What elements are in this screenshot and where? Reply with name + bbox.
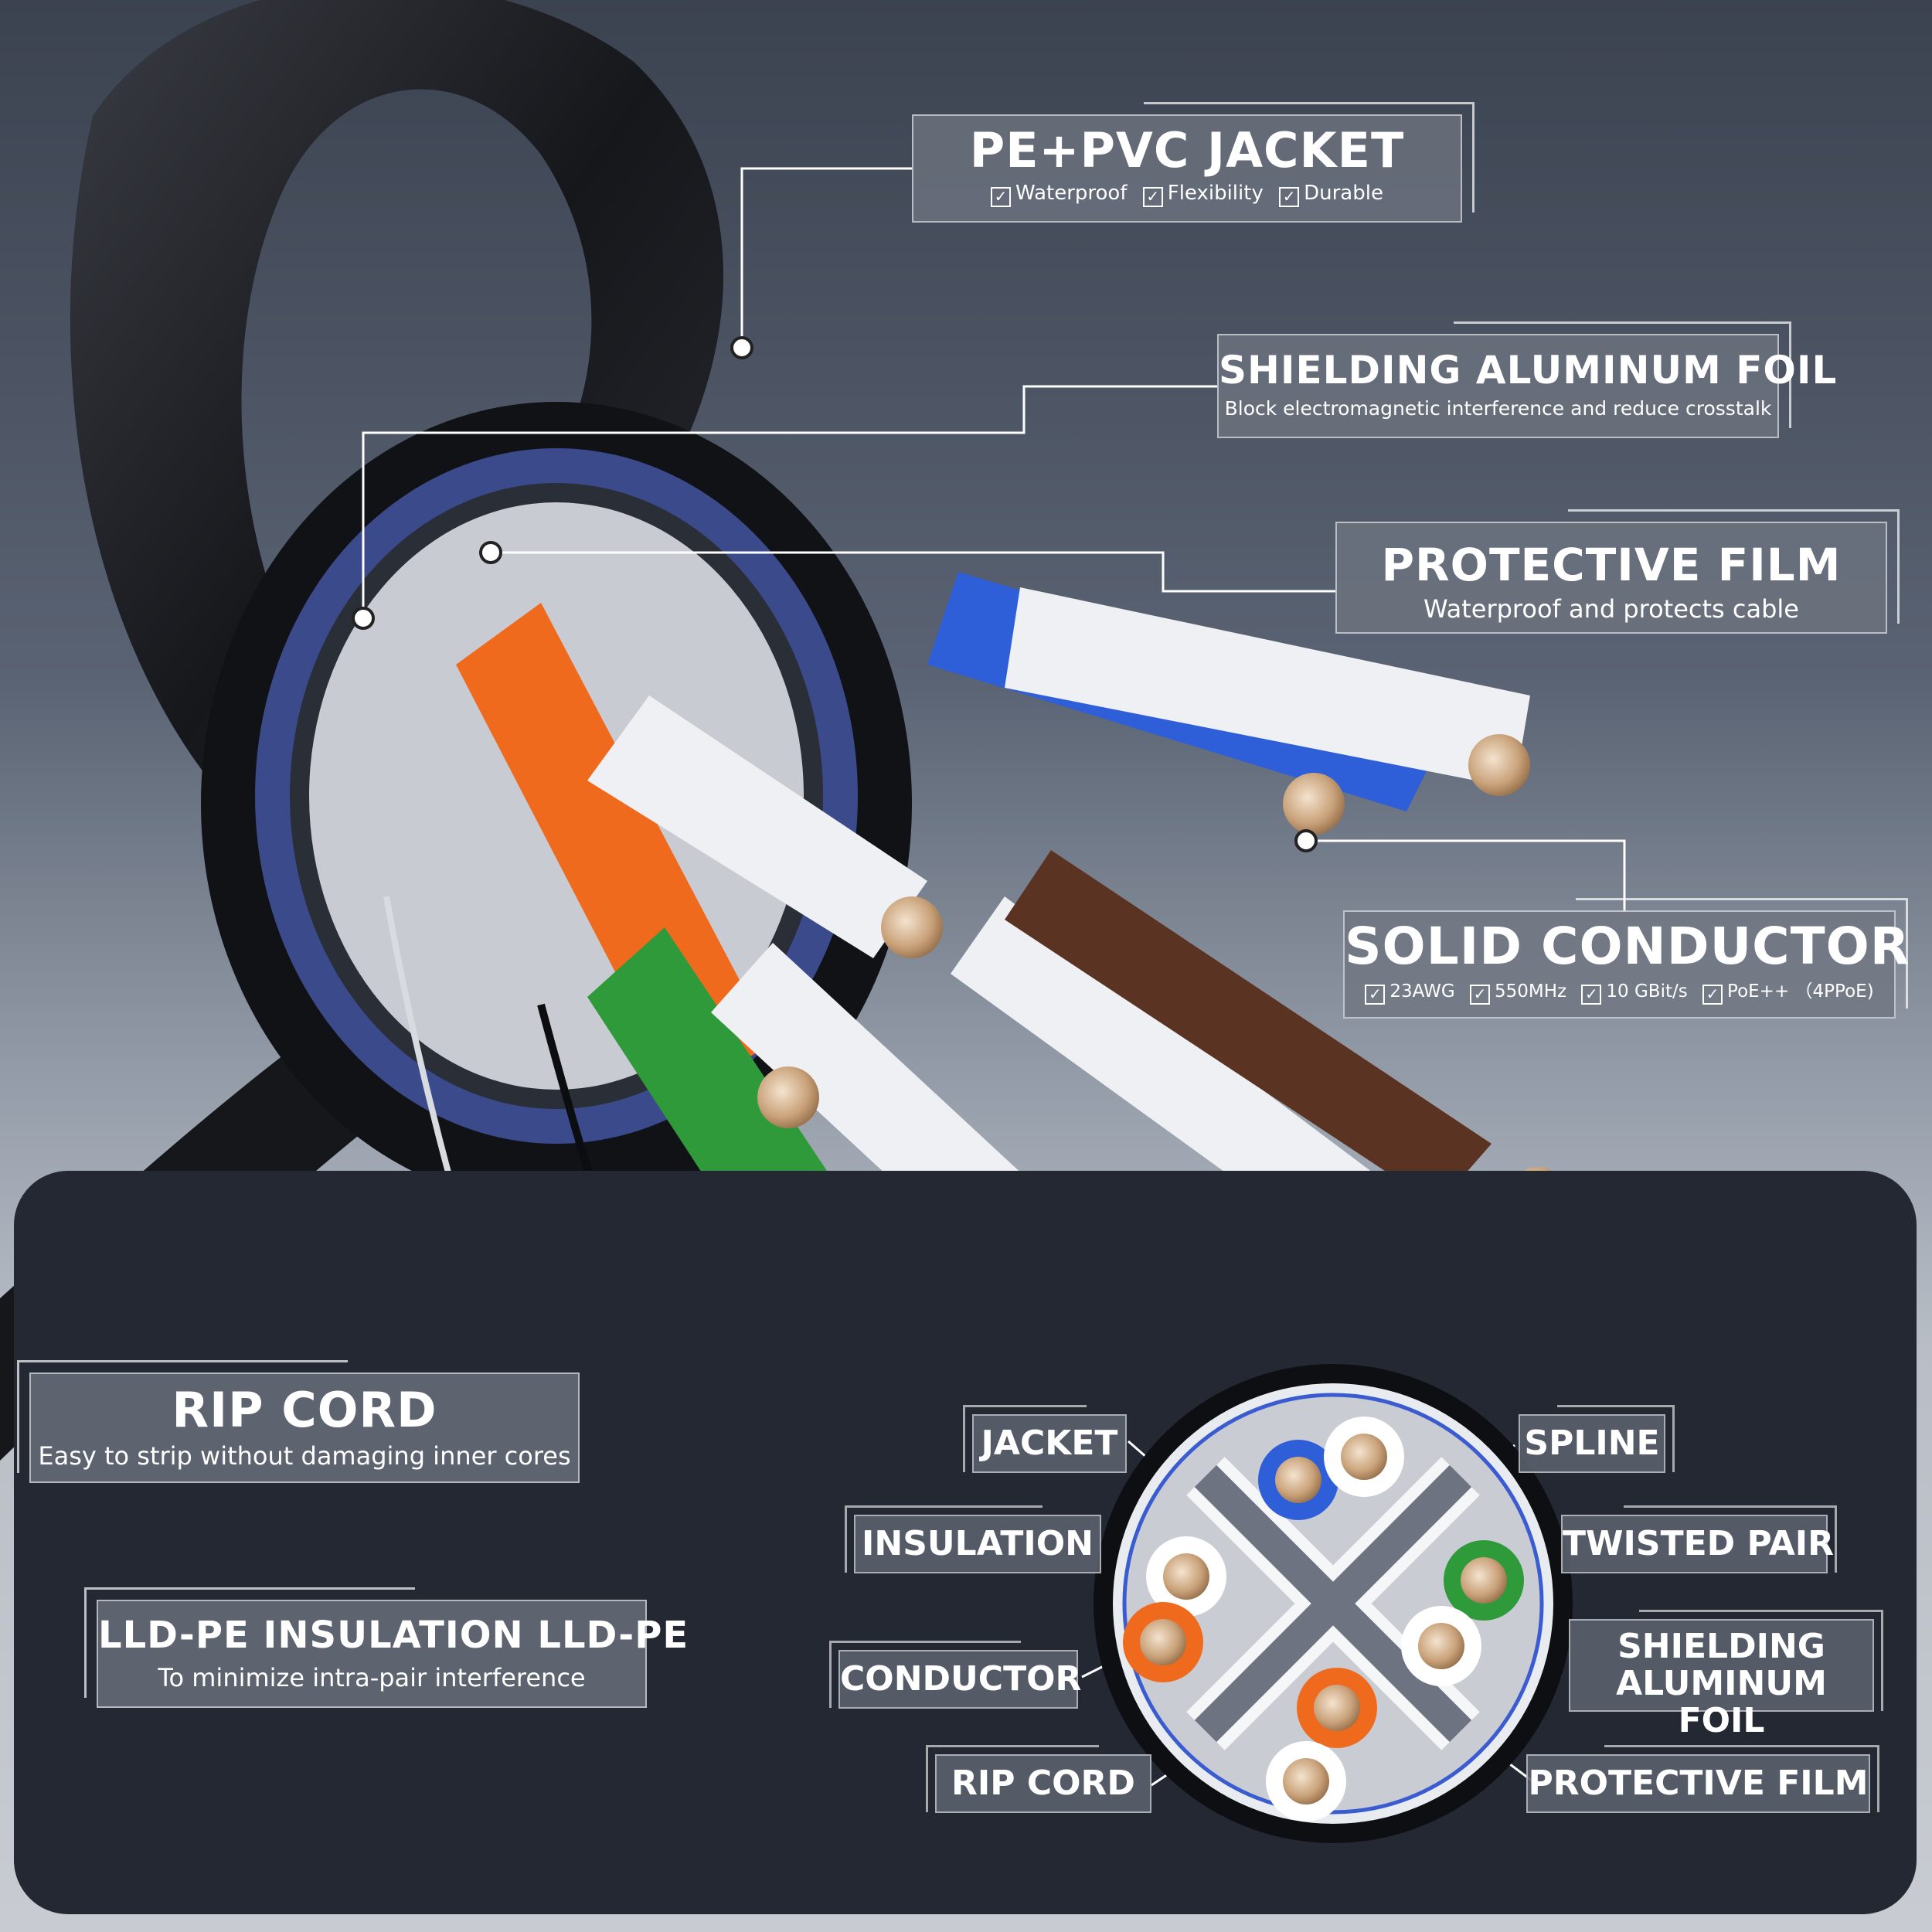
callout-jacket-features: ✓Waterproof ✓Flexibility ✓Durable: [913, 182, 1461, 207]
feature-frequency: ✓550MHz: [1469, 981, 1567, 1005]
feature-label: 10 GBit/s: [1606, 981, 1688, 1002]
callout-foil: SHIELDING ALUMINUM FOIL Block electromag…: [1217, 321, 1838, 438]
cs-label-twisted-pair: TWISTED PAIR: [1561, 1505, 1838, 1573]
callout-lldpe: LLD-PE INSULATION LLD-PE To minimize int…: [84, 1587, 689, 1708]
feature-label: 550MHz: [1494, 981, 1567, 1002]
check-icon: ✓: [1142, 187, 1163, 207]
feature-label: PoE++ （4PPoE): [1727, 981, 1874, 1002]
cs-label-shielding-foil: SHIELDING ALUMINUM FOIL: [1569, 1610, 1884, 1740]
check-icon: ✓: [1279, 187, 1300, 207]
feature-flexibility: ✓Flexibility: [1142, 182, 1264, 207]
cs-label-protective-film: PROTECTIVE FILM: [1526, 1745, 1880, 1813]
callout-ripcord: RIP CORD Easy to strip without damaging …: [17, 1360, 580, 1483]
callout-conductor: SOLID CONDUCTOR ✓23AWG ✓550MHz ✓10 GBit/…: [1343, 898, 1910, 1019]
cs-label-conductor: CONDUCTOR: [829, 1641, 1081, 1709]
cs-label-ripcord: RIP CORD: [926, 1745, 1151, 1813]
callout-lldpe-subtitle: To minimize intra-pair interference: [158, 1663, 586, 1692]
feature-waterproof: ✓Waterproof: [991, 182, 1127, 207]
feature-durable: ✓Durable: [1279, 182, 1383, 207]
callout-conductor-features: ✓23AWG ✓550MHz ✓10 GBit/s ✓PoE++ （4PPoE): [1345, 976, 1894, 1005]
callout-ripcord-title: RIP CORD: [172, 1382, 437, 1438]
callout-jacket: PE+PVC JACKET ✓Waterproof ✓Flexibility ✓…: [912, 102, 1475, 223]
callout-foil-subtitle: Block electromagnetic interference and r…: [1224, 397, 1772, 420]
cs-label-insulation: INSULATION: [845, 1505, 1101, 1573]
callout-lldpe-title: LLD-PE INSULATION LLD-PE: [98, 1614, 689, 1657]
check-icon: ✓: [1469, 985, 1490, 1005]
check-icon: ✓: [1702, 985, 1723, 1005]
cs-label-spline: SPLINE: [1519, 1405, 1675, 1473]
callout-jacket-title: PE+PVC JACKET: [969, 122, 1405, 179]
callout-ripcord-subtitle: Easy to strip without damaging inner cor…: [38, 1441, 571, 1471]
callout-film-title: PROTECTIVE FILM: [1381, 539, 1842, 591]
feature-awg: ✓23AWG: [1365, 981, 1455, 1005]
callout-conductor-title: SOLID CONDUCTOR: [1345, 917, 1910, 976]
feature-label: 23AWG: [1389, 981, 1455, 1002]
callout-film: PROTECTIVE FILM Waterproof and protects …: [1335, 509, 1900, 634]
check-icon: ✓: [991, 187, 1012, 207]
check-icon: ✓: [1365, 985, 1386, 1005]
feature-speed: ✓10 GBit/s: [1581, 981, 1688, 1005]
callout-film-subtitle: Waterproof and protects cable: [1423, 594, 1799, 624]
feature-label: Flexibility: [1167, 182, 1264, 205]
callout-foil-title: SHIELDING ALUMINUM FOIL: [1219, 348, 1838, 393]
feature-label: Durable: [1304, 182, 1383, 205]
feature-label: Waterproof: [1015, 182, 1128, 205]
check-icon: ✓: [1581, 985, 1602, 1005]
cs-label-jacket: JACKET: [963, 1405, 1127, 1473]
feature-poe: ✓PoE++ （4PPoE): [1702, 976, 1874, 1005]
